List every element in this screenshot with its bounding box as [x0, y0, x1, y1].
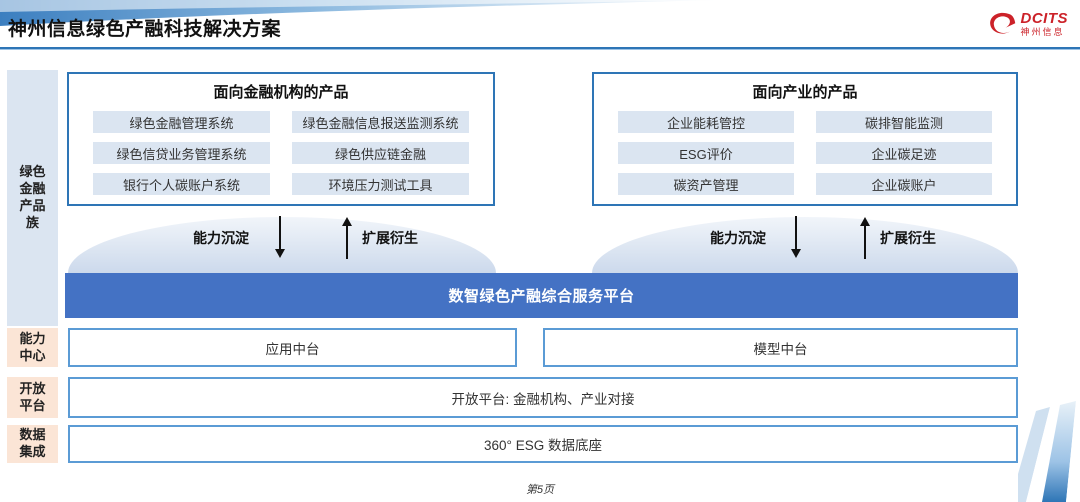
capability-sink-label-left: 能力沉淀 [193, 230, 249, 246]
platform-banner: 数智绿色产融综合服务平台 [65, 273, 1018, 318]
logo-brand-text: DCITS [1020, 10, 1068, 27]
esg-data-base-box: 360° ESG 数据底座 [68, 425, 1018, 463]
up-arrow-icon [860, 217, 870, 259]
page-title: 神州信息绿色产融科技解决方案 [8, 19, 282, 40]
product-item: 绿色信贷业务管理系统 [93, 142, 270, 164]
expand-derive-label-right: 扩展衍生 [880, 230, 936, 246]
up-arrow-icon [342, 217, 352, 259]
dome-decoration-right [592, 217, 1018, 273]
product-item: ESG评价 [618, 142, 794, 164]
product-item: 碳资产管理 [618, 173, 794, 195]
dcits-logo: DCITS 神州信息 [987, 10, 1069, 38]
product-item: 企业碳账户 [816, 173, 992, 195]
open-platform-box: 开放平台: 金融机构、产业对接 [68, 377, 1018, 418]
application-middle-platform-box: 应用中台 [68, 328, 517, 367]
header-swoosh-decoration [0, 0, 720, 26]
dome-decoration-left [68, 217, 496, 273]
product-item: 环境压力测试工具 [292, 173, 469, 195]
down-arrow-icon [791, 216, 801, 258]
expand-derive-label-left: 扩展衍生 [362, 230, 418, 246]
logo-cn-text: 神州信息 [1020, 27, 1065, 37]
product-item: 银行个人碳账户系统 [93, 173, 270, 195]
finance-products-group: 面向金融机构的产品 绿色金融管理系统 绿色金融信息报送监测系统 绿色信贷业务管理… [67, 72, 495, 206]
product-item: 企业碳足迹 [816, 142, 992, 164]
industry-products-group: 面向产业的产品 企业能耗管控 碳排智能监测 ESG评价 企业碳足迹 碳资产管理 … [592, 72, 1018, 206]
dcits-logo-icon [989, 12, 1015, 34]
dcits-logo-text: DCITS 神州信息 [1021, 11, 1069, 37]
sidebar-label-capability-center: 能力 中心 [7, 328, 58, 367]
industry-group-title: 面向产业的产品 [752, 84, 858, 101]
product-item: 绿色金融管理系统 [93, 111, 270, 133]
model-middle-platform-box: 模型中台 [543, 328, 1018, 367]
product-item: 绿色金融信息报送监测系统 [292, 111, 469, 133]
capability-sink-label-right: 能力沉淀 [710, 230, 766, 246]
product-item: 碳排智能监测 [816, 111, 992, 133]
corner-swoosh-decoration [1018, 400, 1080, 502]
finance-group-grid: 绿色金融管理系统 绿色金融信息报送监测系统 绿色信贷业务管理系统 绿色供应链金融… [69, 102, 493, 195]
product-item: 绿色供应链金融 [292, 142, 469, 164]
sidebar-label-open-platform: 开放 平台 [7, 377, 58, 418]
sidebar-label-green-finance-family: 绿色 金融 产品 族 [7, 70, 58, 326]
header-divider-line [0, 47, 1080, 50]
product-item: 企业能耗管控 [618, 111, 794, 133]
page-number: 第5页 [525, 484, 555, 496]
industry-group-grid: 企业能耗管控 碳排智能监测 ESG评价 企业碳足迹 碳资产管理 企业碳账户 [594, 102, 1016, 195]
sidebar-label-data-integration: 数据 集成 [7, 425, 58, 463]
finance-group-title: 面向金融机构的产品 [213, 84, 349, 101]
down-arrow-icon [275, 216, 285, 258]
